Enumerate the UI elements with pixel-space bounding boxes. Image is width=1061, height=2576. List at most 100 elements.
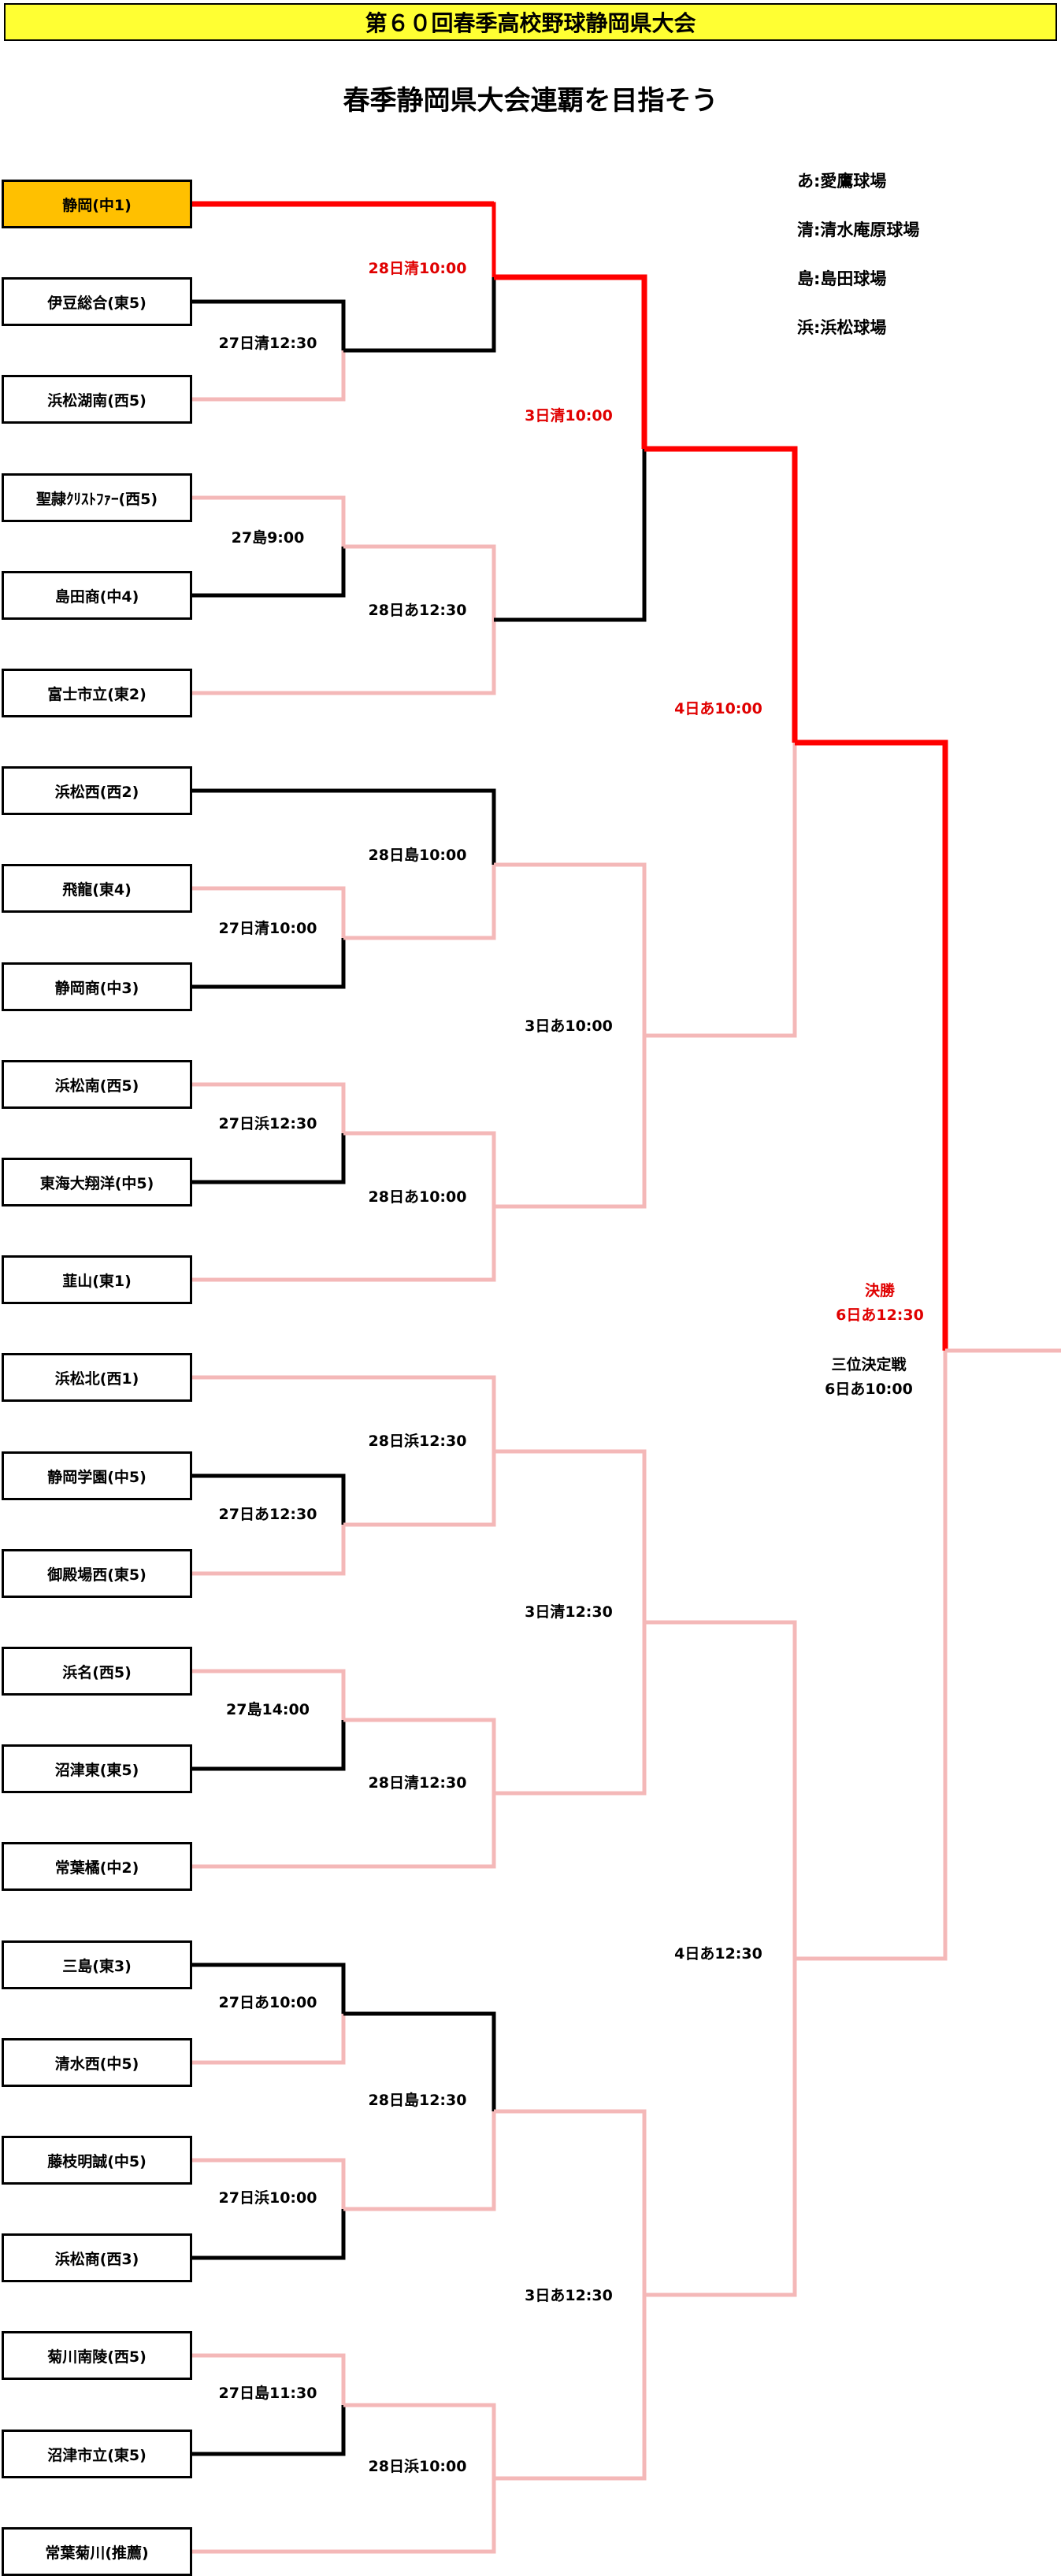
team-box: 三島(東3) — [2, 1940, 192, 1989]
tournament-title: 第６０回春季高校野球静岡県大会 — [4, 3, 1057, 41]
bracket-line — [644, 446, 798, 743]
match-time-r1: 27日浜12:30 — [218, 1115, 317, 1132]
bracket-line — [343, 2403, 496, 2478]
bracket-line — [343, 2011, 496, 2111]
team-box: 浜松西(西2) — [2, 766, 192, 815]
bracket-line — [343, 1718, 496, 1793]
team-box: 伊豆総合(東5) — [2, 277, 192, 326]
legend-item-ashitaka: あ:愛鷹球場 — [797, 172, 887, 191]
bracket-line — [343, 1131, 496, 1206]
bracket-line — [494, 2295, 647, 2481]
team-box: 浜名(西5) — [2, 1647, 192, 1696]
team-box: 常葉菊川(推薦) — [2, 2527, 192, 2576]
bracket-line — [192, 1793, 496, 1869]
team-box: 浜松湖南(西5) — [2, 375, 192, 424]
bracket-line — [343, 544, 496, 620]
team-box: 島田商(中4) — [2, 571, 192, 620]
bracket-line — [494, 862, 647, 1036]
bracket-line — [343, 865, 496, 940]
team-box: 浜松北(西1) — [2, 1353, 192, 1402]
bracket-line — [795, 1351, 948, 1961]
match-time-r2: 28日清12:30 — [368, 1774, 467, 1792]
team-box: 清水西(中5) — [2, 2038, 192, 2087]
bracket-line — [494, 449, 647, 622]
team-box: 韮山(東1) — [2, 1255, 192, 1304]
team-box: 常葉橘(中2) — [2, 1842, 192, 1891]
bracket-line — [644, 1959, 797, 2297]
match-time-r2: 28日あ10:00 — [368, 1188, 467, 1206]
bracket-line — [192, 2209, 346, 2260]
bracket-line — [192, 938, 346, 989]
bracket-line — [192, 1375, 496, 1451]
bracket-line — [192, 1720, 346, 1771]
bracket-line — [192, 2158, 346, 2209]
match-time-r2: 28日島12:30 — [368, 2092, 467, 2109]
bracket-line — [192, 1473, 346, 1525]
third-place-time: 6日あ10:00 — [825, 1381, 913, 1398]
match-time-r1: 27日清12:30 — [218, 335, 317, 352]
bracket-line — [192, 1963, 346, 2014]
match-time-r4: 4日あ10:00 — [674, 700, 762, 717]
match-time-r2: 28日あ12:30 — [368, 602, 467, 619]
match-time-r3: 3日あ12:30 — [525, 2287, 613, 2304]
team-box: 聖隷ｸﾘｽﾄﾌｧｰ(西5) — [2, 473, 192, 522]
match-time-r1: 27島9:00 — [231, 529, 305, 547]
bracket-line — [192, 1082, 346, 1133]
bracket-line — [192, 1525, 346, 1576]
bracket-line — [494, 1622, 647, 1796]
bracket-line — [192, 2478, 496, 2554]
match-time-r3: 3日あ10:00 — [525, 1017, 613, 1035]
legend-item-hamamatsu: 浜:浜松球場 — [797, 318, 887, 337]
team-box: 静岡(中1) — [2, 180, 192, 228]
legend-item-shimada: 島:島田球場 — [797, 269, 887, 288]
match-time-r3: 3日清12:30 — [525, 1603, 613, 1621]
match-time-r1: 27日あ10:00 — [218, 1994, 317, 2011]
legend-item-shimizu: 清:清水庵原球場 — [797, 221, 920, 239]
match-time-r3: 3日清10:00 — [525, 407, 613, 424]
bracket-line — [192, 1133, 346, 1184]
bracket-line — [192, 788, 496, 865]
team-box: 静岡学園(中5) — [2, 1451, 192, 1500]
final-time: 6日あ12:30 — [836, 1307, 924, 1324]
match-time-r1: 27日あ12:30 — [218, 1506, 317, 1523]
bracket-line — [343, 1451, 496, 1527]
match-time-r2: 28日浜10:00 — [368, 2458, 467, 2475]
match-time-r1: 27日浜10:00 — [218, 2189, 317, 2207]
bracket-line — [192, 2405, 346, 2456]
team-box: 藤枝明誠(中5) — [2, 2136, 192, 2185]
team-box: 御殿場西(東5) — [2, 1549, 192, 1598]
team-box: 菊川南陵(西5) — [2, 2331, 192, 2380]
team-box: 静岡商(中3) — [2, 962, 192, 1011]
bracket-line — [192, 2353, 346, 2405]
bracket-line — [644, 743, 797, 1038]
bracket-line — [192, 1206, 496, 1282]
bracket-line — [795, 739, 948, 1351]
bracket-line — [192, 547, 346, 598]
team-box: 浜松南(西5) — [2, 1060, 192, 1109]
final-label: 決勝 — [864, 1282, 896, 1299]
team-box: 東海大翔洋(中5) — [2, 1158, 192, 1206]
match-time-r2: 28日浜12:30 — [368, 1433, 467, 1450]
match-time-r2: 28日島10:00 — [368, 847, 467, 864]
bracket-line — [494, 274, 647, 449]
bracket-line — [192, 1669, 346, 1720]
team-box: 飛龍(東4) — [2, 864, 192, 913]
page-subtitle: 春季静岡県大会連覇を目指そう — [343, 85, 718, 117]
bracket-line — [343, 277, 496, 353]
team-box: 沼津東(東5) — [2, 1744, 192, 1793]
bracket-line — [192, 299, 346, 350]
bracket-line — [192, 886, 346, 938]
bracket-line — [192, 350, 346, 402]
bracket-line — [192, 2014, 346, 2065]
match-time-r2: 28日清10:00 — [368, 260, 467, 277]
match-time-r1: 27日清10:00 — [218, 920, 317, 937]
bracket-line — [343, 2111, 496, 2211]
match-time-r1: 27島14:00 — [226, 1701, 310, 1718]
bracket-line — [494, 1449, 647, 1622]
bracket-line — [644, 1620, 797, 1959]
team-box: 富士市立(東2) — [2, 669, 192, 717]
match-time-r4: 4日あ12:30 — [674, 1945, 762, 1963]
team-box: 沼津市立(東5) — [2, 2430, 192, 2478]
team-box: 浜松商(西3) — [2, 2233, 192, 2282]
